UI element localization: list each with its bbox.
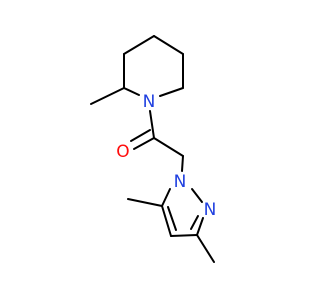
bond-ring-c4-c5 (153, 35, 184, 55)
bond-ring-methyl (90, 87, 125, 105)
piperidine-nitrogen-label: N (143, 92, 156, 112)
carbonyl-oxygen-label: O (116, 142, 129, 162)
bond-c5-methyl (127, 198, 163, 207)
amide-linkage (130, 110, 184, 172)
piperidine-ring (90, 35, 184, 105)
bond-c3-n2-1 (196, 217, 204, 236)
bond-n-carbonyl (149, 110, 155, 139)
bond-ring-n-c2 (123, 87, 140, 96)
bond-carbonyl-o-1 (133, 137, 155, 150)
pyrazole-nitrogen-1-label: N (174, 172, 187, 192)
bond-c5-c4-2 (167, 206, 177, 231)
bond-c4-c3 (170, 234, 198, 237)
molecule-structure-diagram: N O N N (0, 0, 300, 300)
bond-c3-methyl (196, 234, 215, 263)
bond-carbonyl-ch2 (153, 137, 184, 157)
pyrazole-ring (127, 188, 215, 263)
bond-ring-c6-n (159, 87, 184, 97)
bond-c3-n2-2 (190, 215, 199, 230)
pyrazole-nitrogen-2-label: N (204, 200, 217, 220)
bond-n1-c5 (161, 188, 171, 207)
bond-n1-n2 (191, 188, 203, 203)
bond-c5-c4-1 (161, 205, 172, 237)
bond-ring-c3-c4 (123, 35, 155, 55)
bond-carbonyl-o-2 (130, 129, 151, 142)
bond-ch2-pyrazole (181, 155, 184, 172)
background (0, 0, 300, 300)
